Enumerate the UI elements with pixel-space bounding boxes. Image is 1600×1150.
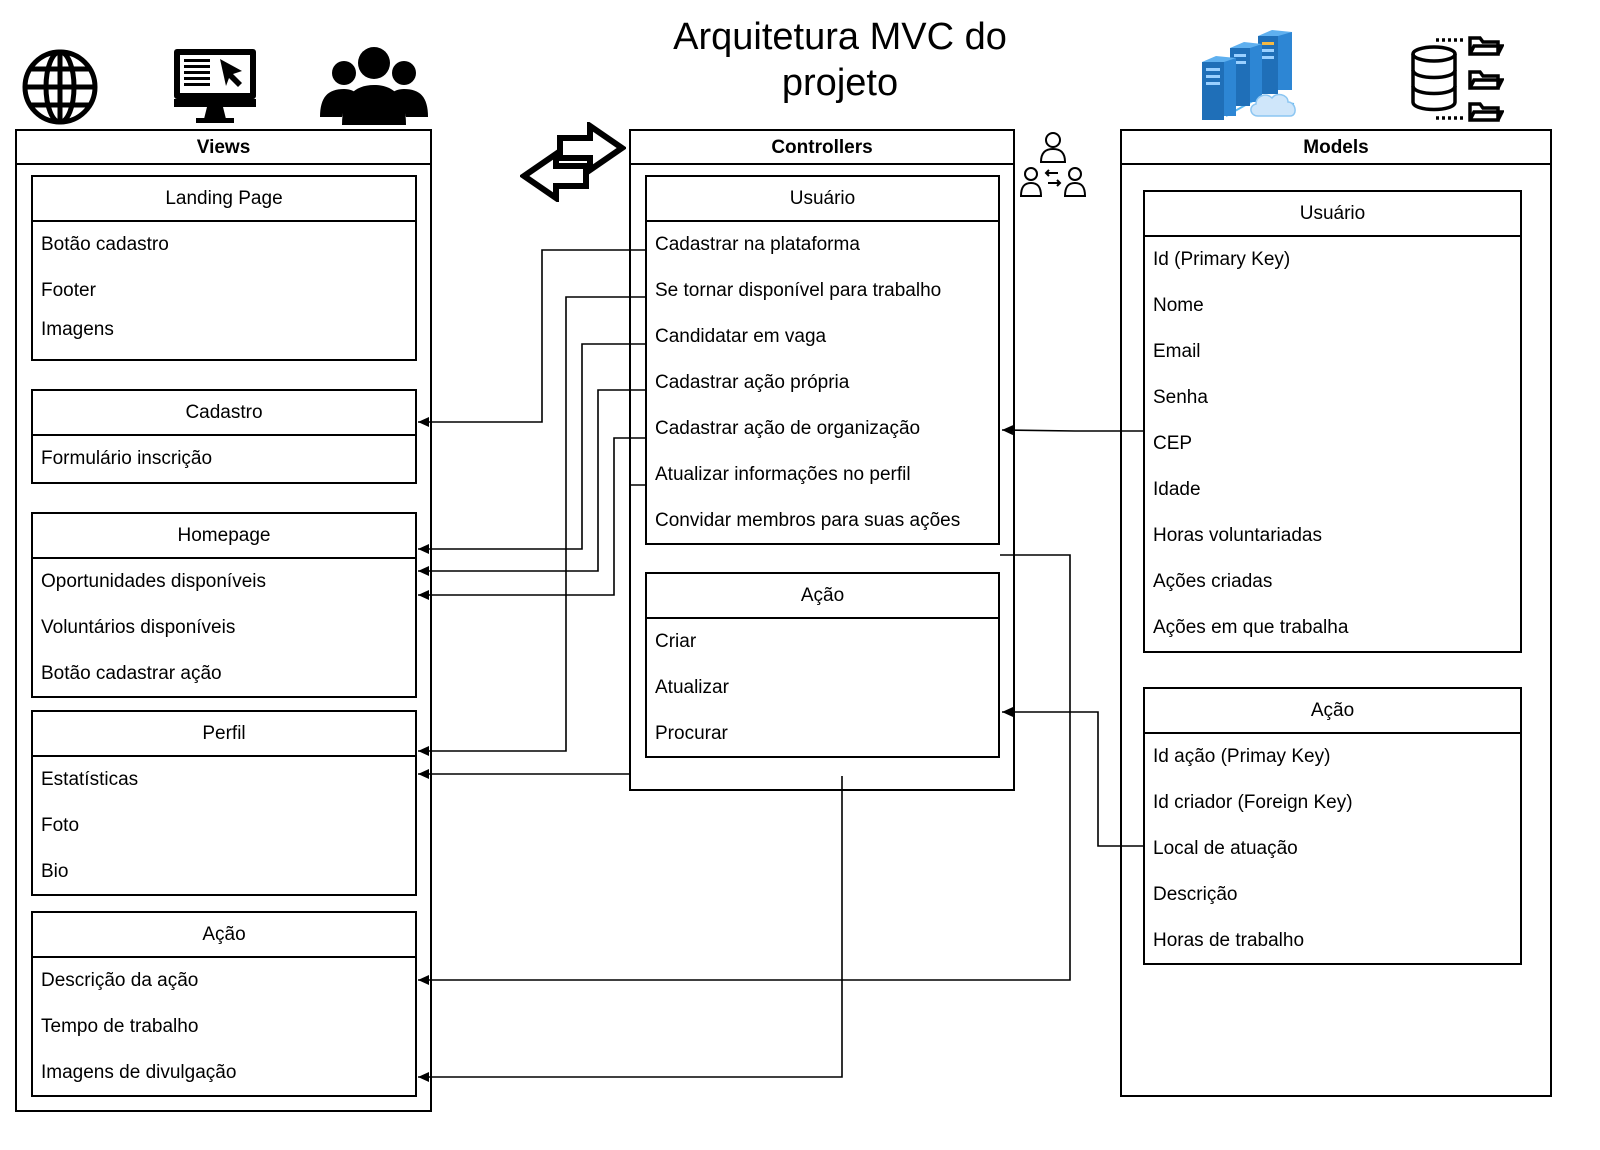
computer-monitor-icon [174,49,256,123]
controller-usuario-item: Atualizar informações no perfil [655,464,911,485]
title-line-1: Arquitetura MVC do [673,16,1007,58]
view-acao: Ação Descrição da ação Tempo de trabalho… [31,911,417,1097]
connector-candidatar-to-homepage [418,343,645,554]
view-landing-item: Imagens [41,319,114,340]
model-acao-field: Id ação (Primay Key) [1153,746,1331,767]
connector-cadastrar-plataforma-to-cadastro [418,249,645,427]
connector-disponivel-to-perfil [418,296,645,756]
connector-atualizar-perfil-to-perfil [418,484,645,779]
controllers-header: Controllers [631,131,1013,165]
controller-acao-item: Atualizar [655,677,729,698]
connector-acao-organizacao-to-homepage [418,437,645,600]
controller-usuario-item: Cadastrar ação própria [655,372,850,393]
model-acao-field: Local de atuação [1153,838,1298,859]
connector-acao-propria-to-homepage [418,389,645,576]
globe-icon [22,49,98,125]
model-acao-field: Horas de trabalho [1153,930,1305,951]
view-perfil-item: Estatísticas [41,769,139,790]
view-homepage-item: Botão cadastrar ação [41,663,222,684]
model-usuario-title: Usuário [1145,192,1520,237]
view-landing-page-title: Landing Page [33,177,415,222]
users-group-icon [320,47,428,125]
view-landing-item: Botão cadastro [41,234,169,255]
model-acao-field: Descrição [1153,884,1238,905]
model-usuario-field: Ações em que trabalha [1153,617,1349,638]
diagram-title: Arquitetura MVC do projeto [640,14,1040,106]
view-perfil-title: Perfil [33,712,415,757]
database-folders-icon [1411,36,1504,122]
model-usuario: Usuário Id (Primary Key) Nome Email Senh… [1143,190,1522,653]
user-network-icon [1019,132,1087,197]
model-acao-field: Id criador (Foreign Key) [1153,792,1353,813]
title-line-2: projeto [781,62,899,104]
view-cadastro-title: Cadastro [33,391,415,436]
model-usuario-field: Horas voluntariadas [1153,525,1322,546]
model-usuario-field: Id (Primary Key) [1153,249,1291,270]
view-acao-item: Tempo de trabalho [41,1016,199,1037]
model-usuario-field: Nome [1153,295,1204,316]
model-usuario-field: CEP [1153,433,1193,454]
view-acao-item: Descrição da ação [41,970,199,991]
controller-usuario-item: Candidatar em vaga [655,326,827,347]
view-homepage-item: Oportunidades disponíveis [41,571,266,592]
view-perfil-item: Foto [41,815,80,836]
controller-acao-item: Criar [655,631,697,652]
view-cadastro: Cadastro Formulário inscrição [31,389,417,484]
model-acao: Ação Id ação (Primay Key) Id criador (Fo… [1143,687,1522,965]
controller-acao-item: Procurar [655,723,728,744]
view-landing-item: Footer [41,280,96,301]
view-homepage: Homepage Oportunidades disponíveis Volun… [31,512,417,698]
connector-controller-acao-to-view-acao [418,776,843,1082]
controller-usuario-item: Cadastrar na plataforma [655,234,860,255]
view-perfil-item: Bio [41,861,69,882]
view-perfil: Perfil Estatísticas Foto Bio [31,710,417,896]
controller-acao: Ação Criar Atualizar Procurar [645,572,1000,758]
model-usuario-field: Email [1153,341,1201,362]
controller-usuario-item: Se tornar disponível para trabalho [655,280,942,301]
view-homepage-item: Voluntários disponíveis [41,617,236,638]
server-cloud-icon [1202,30,1296,120]
controller-usuario-item: Convidar membros para suas ações [655,510,961,531]
model-usuario-field: Senha [1153,387,1208,408]
model-acao-title: Ação [1145,689,1520,734]
controller-usuario-item: Cadastrar ação de organização [655,418,921,439]
views-header: Views [17,131,430,165]
controller-usuario: Usuário Cadastrar na plataforma Se torna… [645,175,1000,545]
model-usuario-field: Idade [1153,479,1201,500]
view-acao-item: Imagens de divulgação [41,1062,237,1083]
view-landing-page: Landing Page Botão cadastro Footer Image… [31,175,417,361]
view-cadastro-item: Formulário inscrição [41,448,213,469]
controller-usuario-title: Usuário [647,177,998,222]
models-header: Models [1122,131,1550,165]
view-acao-title: Ação [33,913,415,958]
exchange-arrows-icon [520,122,626,202]
view-homepage-title: Homepage [33,514,415,559]
controller-acao-title: Ação [647,574,998,619]
model-usuario-field: Ações criadas [1153,571,1273,592]
